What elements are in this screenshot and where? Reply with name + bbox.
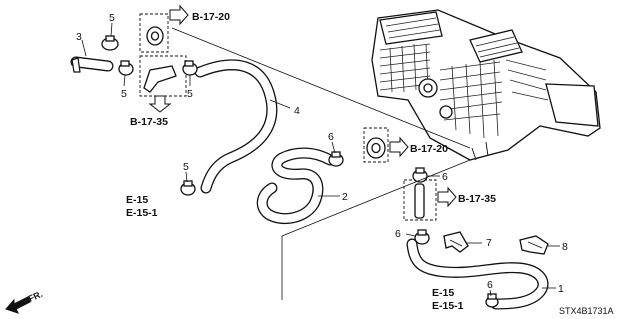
- ref-e-15-1-bottom: E-15-1: [432, 300, 464, 312]
- arrow-down-left: [148, 95, 172, 113]
- callout-8: 8: [562, 241, 568, 253]
- clamp-6-c: [414, 229, 430, 245]
- ref-b-17-20-top: B-17-20: [192, 11, 230, 23]
- clamp-5-d: [180, 180, 196, 196]
- ref-b-17-35-left: B-17-35: [130, 116, 168, 128]
- callout-1: 1: [558, 283, 564, 295]
- heater-unit: [371, 9, 601, 161]
- ref-box-mid: [363, 127, 389, 163]
- clamp-6-d: [485, 293, 499, 308]
- ref-line-top: [171, 27, 471, 149]
- hose-4: [194, 59, 278, 194]
- hose-2: [256, 147, 336, 225]
- ref-b-17-35-right: B-17-35: [458, 193, 496, 205]
- arrow-right-top: [169, 4, 189, 26]
- callout-4: 4: [294, 105, 300, 117]
- pipe-left: [143, 65, 177, 93]
- callout-2: 2: [342, 191, 348, 203]
- ref-e-15-left: E-15: [126, 194, 148, 206]
- front-arrow-icon: [5, 296, 31, 314]
- hose-3: [70, 56, 114, 73]
- callout-5-a: 5: [109, 12, 115, 24]
- callout-7: 7: [486, 237, 492, 249]
- clamp-5-c: [182, 60, 198, 76]
- grommet-mid: [366, 137, 386, 159]
- ref-box-left: [139, 55, 187, 97]
- ref-box-top: [139, 13, 169, 53]
- ref-line-bottom: [281, 159, 471, 237]
- callout-6-b: 6: [442, 171, 448, 183]
- callout-5-d: 5: [183, 161, 189, 173]
- front-label: FR.: [27, 289, 44, 304]
- ref-e-15-bottom: E-15: [432, 287, 454, 299]
- diagram-code: STX4B1731A: [559, 306, 614, 316]
- clamp-5-a: [101, 35, 119, 51]
- callout-6-d: 6: [487, 279, 493, 291]
- pipe-right: [414, 183, 425, 219]
- callout-3: 3: [76, 31, 82, 43]
- holder-8: [519, 235, 549, 255]
- hose-1: [406, 238, 549, 310]
- callout-6-a: 6: [328, 131, 334, 143]
- ref-b-17-20-mid: B-17-20: [410, 143, 448, 155]
- grommet-top: [146, 26, 164, 46]
- arrow-right-mid: [389, 136, 409, 158]
- arrow-right-lower: [437, 186, 457, 208]
- clamp-5-b: [118, 60, 134, 76]
- holder-7: [443, 231, 469, 253]
- ref-e-15-1-left: E-15-1: [126, 207, 158, 219]
- clamp-6-a: [328, 151, 344, 167]
- front-direction-indicator: FR.: [5, 289, 44, 314]
- callout-6-c: 6: [395, 228, 401, 240]
- callout-5-b: 5: [121, 88, 127, 100]
- callout-5-c: 5: [187, 88, 193, 100]
